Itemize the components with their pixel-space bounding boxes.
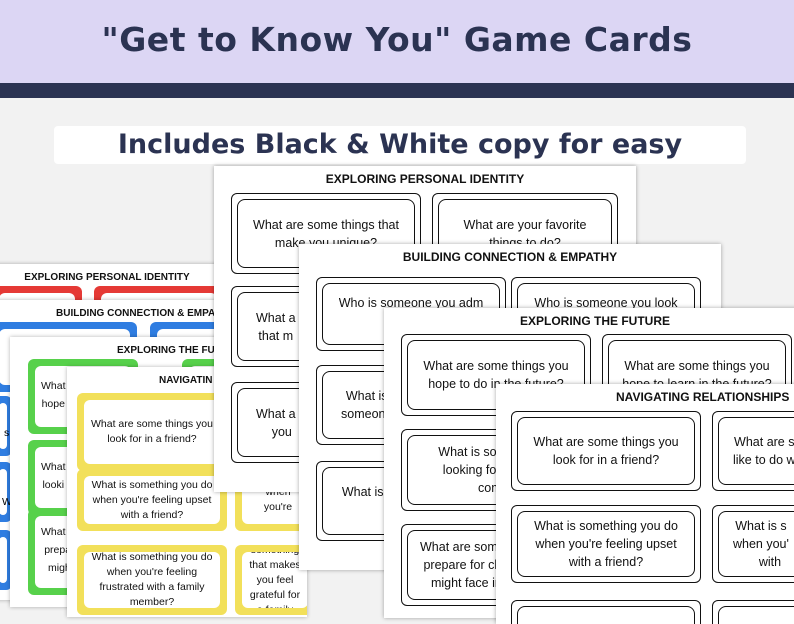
color-card	[0, 530, 12, 590]
color-card	[0, 462, 12, 522]
bw-card: What is something you do when you're fee…	[511, 505, 701, 583]
bw-sheet-title: NAVIGATING RELATIONSHIPS	[616, 390, 790, 404]
edge-fragment: W	[2, 496, 12, 508]
bw-card: What are some things you look for in a f…	[511, 411, 701, 491]
header-divider	[0, 83, 794, 98]
color-card	[0, 396, 12, 456]
bw-sheet-title: BUILDING CONNECTION & EMPATHY	[402, 250, 618, 264]
bw-sheet-navigating-relationships: NAVIGATING RELATIONSHIPS What are some t…	[496, 384, 794, 624]
header-banner	[0, 0, 794, 83]
bw-sheet-title: EXPLORING THE FUTURE	[519, 314, 670, 328]
bw-card	[511, 600, 701, 624]
color-sheet-title: EXPLORING THE FUTU	[117, 345, 225, 356]
bw-card	[712, 600, 794, 624]
edge-fragment: s	[4, 427, 10, 439]
color-card: What is something you do when you're fee…	[77, 545, 227, 615]
bw-sheet-title: EXPLORING PERSONAL IDENTITY	[325, 172, 525, 186]
subtitle-banner: Includes Black & White copy for easy pri…	[54, 126, 746, 198]
color-card: What is something you do when you're fee…	[77, 469, 227, 531]
color-sheet-title: BUILDING CONNECTION & EMPA	[56, 308, 216, 319]
color-card: What are some things you look for in a f…	[77, 393, 227, 471]
color-card: What is something that makes you feel gr…	[235, 545, 307, 615]
color-sheet-title: NAVIGATIN	[159, 375, 213, 386]
page-title: "Get to Know You" Game Cards	[101, 20, 693, 59]
color-sheet-title: EXPLORING PERSONAL IDENTITY	[24, 272, 190, 283]
